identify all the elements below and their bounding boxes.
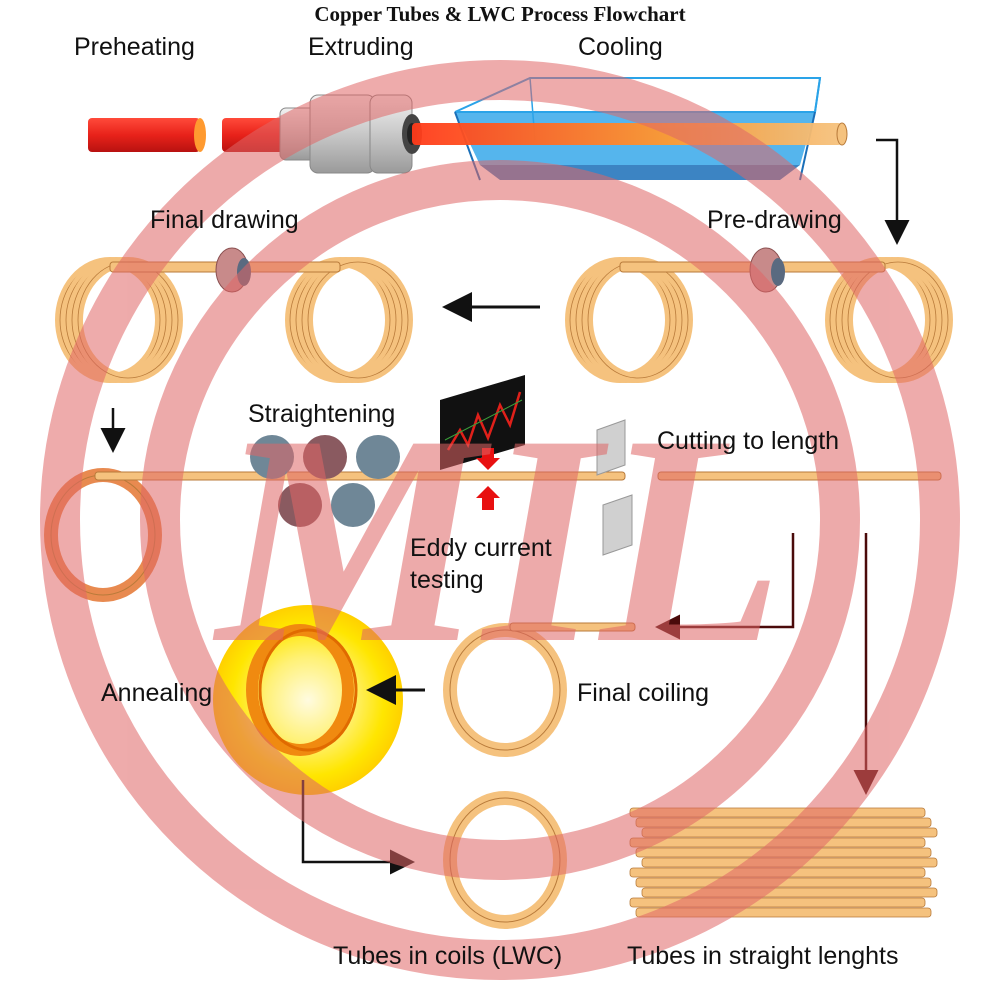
straight-tube xyxy=(641,887,938,898)
watermark: MIL xyxy=(40,60,960,980)
label-annealing: Annealing xyxy=(101,679,213,707)
label-eddy-line2: testing xyxy=(410,566,484,594)
eddy-current-monitor xyxy=(440,375,525,470)
label-preheating: Preheating xyxy=(74,33,195,61)
annealing-coil xyxy=(246,624,358,756)
cutting-blades xyxy=(596,419,633,556)
billet-preheating xyxy=(88,118,206,152)
coil-4 xyxy=(825,257,953,383)
straightening-rollers xyxy=(250,435,400,527)
eddy-probe-up-icon xyxy=(476,486,500,510)
final-coiling-coil xyxy=(443,622,636,757)
extruded-tube xyxy=(412,122,848,146)
label-cutting: Cutting to length xyxy=(657,427,840,455)
chart-title: Copper Tubes & LWC Process Flowchart xyxy=(314,2,686,26)
coil-3 xyxy=(565,257,693,383)
label-eddy-line1: Eddy current xyxy=(410,534,552,562)
label-final-coiling: Final coiling xyxy=(577,679,710,707)
label-pre-drawing: Pre-drawing xyxy=(707,206,842,234)
coil-2 xyxy=(285,257,413,383)
tube-straight-line xyxy=(94,471,626,481)
label-tubes-in-coils: Tubes in coils (LWC) xyxy=(333,942,563,970)
label-cooling: Cooling xyxy=(578,33,663,61)
label-straightening: Straightening xyxy=(248,400,396,428)
label-extruding: Extruding xyxy=(308,33,414,61)
arrow-to-pre-drawing xyxy=(876,138,910,245)
watermark-text: MIL xyxy=(212,373,783,705)
label-final-drawing: Final drawing xyxy=(150,206,299,234)
eddy-probe-down-icon xyxy=(476,448,500,470)
label-tubes-straight: Tubes in straight lenghts xyxy=(627,942,899,970)
arrow-to-final-coiling xyxy=(655,533,795,640)
